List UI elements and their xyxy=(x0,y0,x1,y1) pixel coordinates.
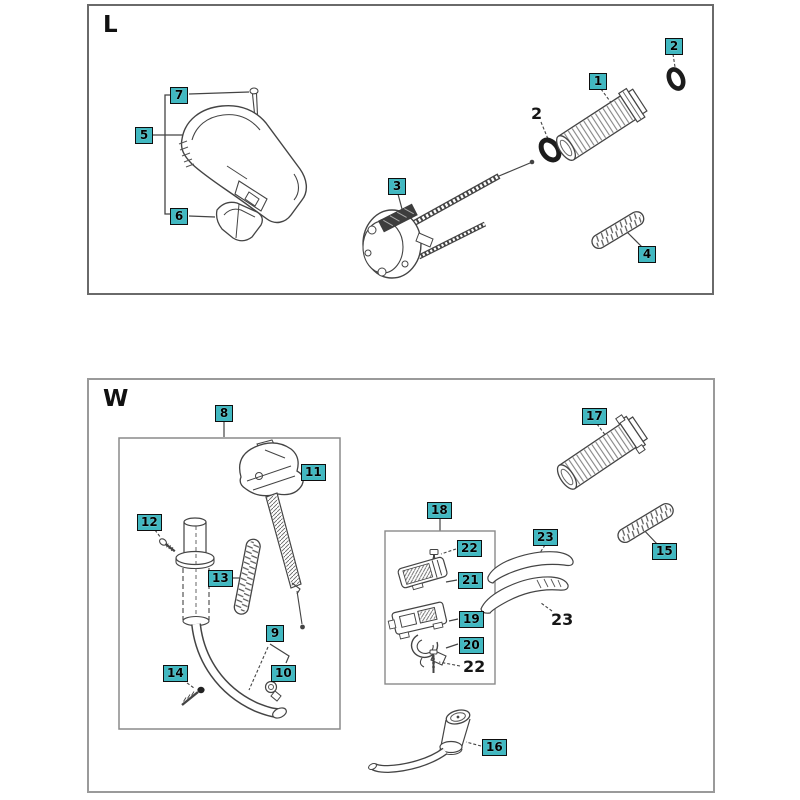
part-17-grip xyxy=(556,414,649,490)
callout-2-plain: 2 xyxy=(531,104,543,123)
panel-l-title: L xyxy=(103,12,118,38)
part-2-oring-left xyxy=(538,121,562,163)
callout-21: 21 xyxy=(458,572,483,589)
part-13-spring xyxy=(231,538,261,615)
callout-1: 1 xyxy=(589,73,607,90)
callout-22-top: 22 xyxy=(457,540,482,557)
callout-13: 13 xyxy=(208,570,233,587)
callout-8: 8 xyxy=(215,405,233,422)
part-22-screw-bottom xyxy=(429,649,461,673)
callout-7: 7 xyxy=(170,87,188,104)
callout-23-plain: 23 xyxy=(551,610,574,629)
panel-l-diagram xyxy=(153,53,686,279)
callout-19: 19 xyxy=(459,611,484,628)
callout-12: 12 xyxy=(137,514,162,531)
callout-10: 10 xyxy=(271,665,296,682)
callout-17: 17 xyxy=(582,408,607,425)
part-10-clamp xyxy=(248,643,290,702)
part-16-tube xyxy=(368,709,482,774)
callout-2: 2 xyxy=(665,38,683,55)
panel-w-title: W xyxy=(103,386,129,412)
part-19-bracket xyxy=(387,601,459,640)
callout-11: 11 xyxy=(301,464,326,481)
part-1-grip xyxy=(555,87,648,161)
part-5-handle-cover xyxy=(178,104,307,224)
part-2-oring-right xyxy=(666,53,686,91)
part-4-spring xyxy=(591,211,645,250)
callout-18: 18 xyxy=(427,502,452,519)
panel-w-diagram xyxy=(118,414,674,774)
part-15-spring xyxy=(617,503,674,546)
part-3-throttle-assembly xyxy=(362,159,535,279)
callout-14: 14 xyxy=(163,665,188,682)
callout-6: 6 xyxy=(170,208,188,225)
part-8-box xyxy=(118,421,341,730)
callout-23-top: 23 xyxy=(533,529,558,546)
callout-4: 4 xyxy=(638,246,656,263)
part-6-clamp xyxy=(188,201,263,242)
part-14-screw xyxy=(181,679,205,706)
panel-w: W xyxy=(87,378,715,793)
callout-22-plain: 22 xyxy=(463,657,486,676)
callout-20: 20 xyxy=(459,637,484,654)
panel-l: L xyxy=(87,4,714,295)
callout-15: 15 xyxy=(652,543,677,560)
part-23-straps xyxy=(480,544,574,614)
callout-3: 3 xyxy=(388,178,406,195)
callout-16: 16 xyxy=(482,739,507,756)
part-21-bracket xyxy=(397,556,458,591)
callout-9: 9 xyxy=(266,625,284,642)
part-9-tube-assembly xyxy=(175,517,287,719)
callout-5: 5 xyxy=(135,127,153,144)
part-12-screw xyxy=(154,529,176,553)
